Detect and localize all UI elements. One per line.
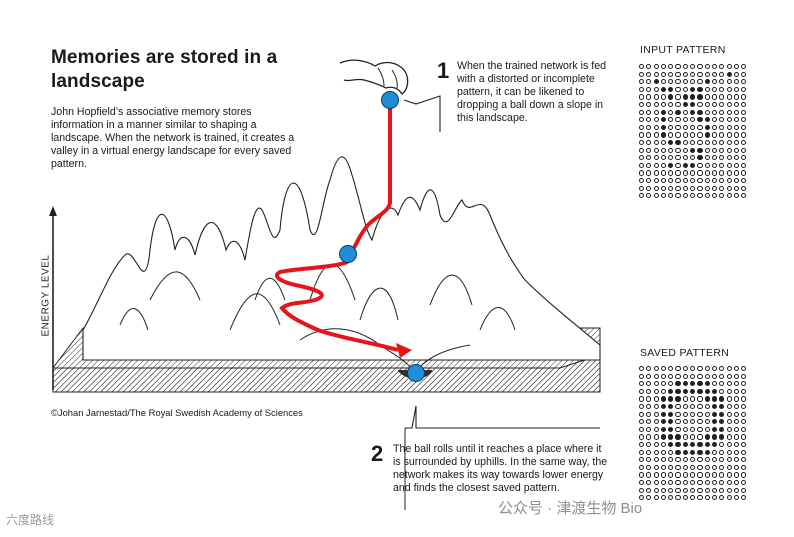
ball-valley: [408, 365, 425, 382]
energy-axis-label: ENERGY LEVEL: [41, 246, 52, 346]
watermark-right: 公众号 · 津渡生物 Bio: [498, 497, 642, 518]
hand-illustration: [340, 60, 408, 94]
ball-start: [382, 92, 399, 109]
watermark-left: 六度路线: [6, 511, 54, 528]
ball-rolling: [340, 246, 357, 263]
landscape-terrain: [83, 157, 600, 378]
